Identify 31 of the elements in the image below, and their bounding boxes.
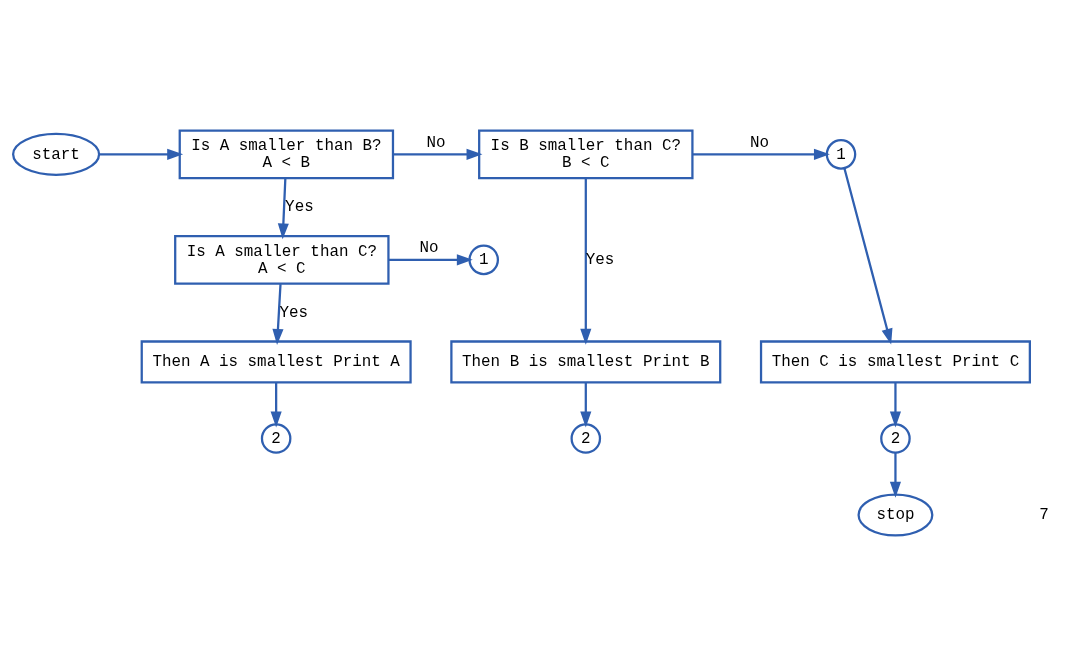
node-circle: 2 bbox=[880, 423, 911, 454]
arrow bbox=[270, 382, 282, 428]
arrow bbox=[393, 148, 483, 160]
node-ellipse: stop bbox=[857, 493, 934, 537]
node-circle: 2 bbox=[570, 423, 602, 454]
arrow bbox=[388, 254, 473, 266]
node-box: Then C is smallest Print C bbox=[759, 340, 1031, 384]
arrow bbox=[692, 148, 830, 160]
node-ellipse: start bbox=[12, 132, 101, 176]
node-box: Then A is smallest Print A bbox=[140, 340, 412, 384]
edge-label: Yes bbox=[285, 198, 314, 217]
arrow bbox=[277, 178, 289, 240]
node-box: Is A smaller than C? A < C bbox=[174, 234, 390, 285]
arrow bbox=[580, 382, 592, 428]
arrow bbox=[580, 178, 592, 345]
arrow bbox=[843, 168, 893, 345]
node-box: Is A smaller than B? A < B bbox=[178, 129, 395, 180]
node-circle: 2 bbox=[260, 423, 292, 454]
edge-label: Yes bbox=[279, 303, 309, 322]
label: 7 bbox=[1039, 506, 1049, 525]
arrow bbox=[889, 382, 901, 428]
arrow bbox=[272, 284, 284, 345]
arrow bbox=[99, 148, 184, 160]
node-circle: 1 bbox=[468, 244, 500, 276]
edge-label: No bbox=[426, 133, 446, 152]
edge-label: No bbox=[750, 133, 770, 152]
node-circle: 1 bbox=[825, 139, 857, 170]
edge-label: No bbox=[419, 239, 439, 258]
node-box: Is B smaller than C? B < C bbox=[478, 129, 694, 180]
node-box: Then B is smallest Print B bbox=[450, 340, 722, 384]
arrow bbox=[889, 452, 901, 498]
